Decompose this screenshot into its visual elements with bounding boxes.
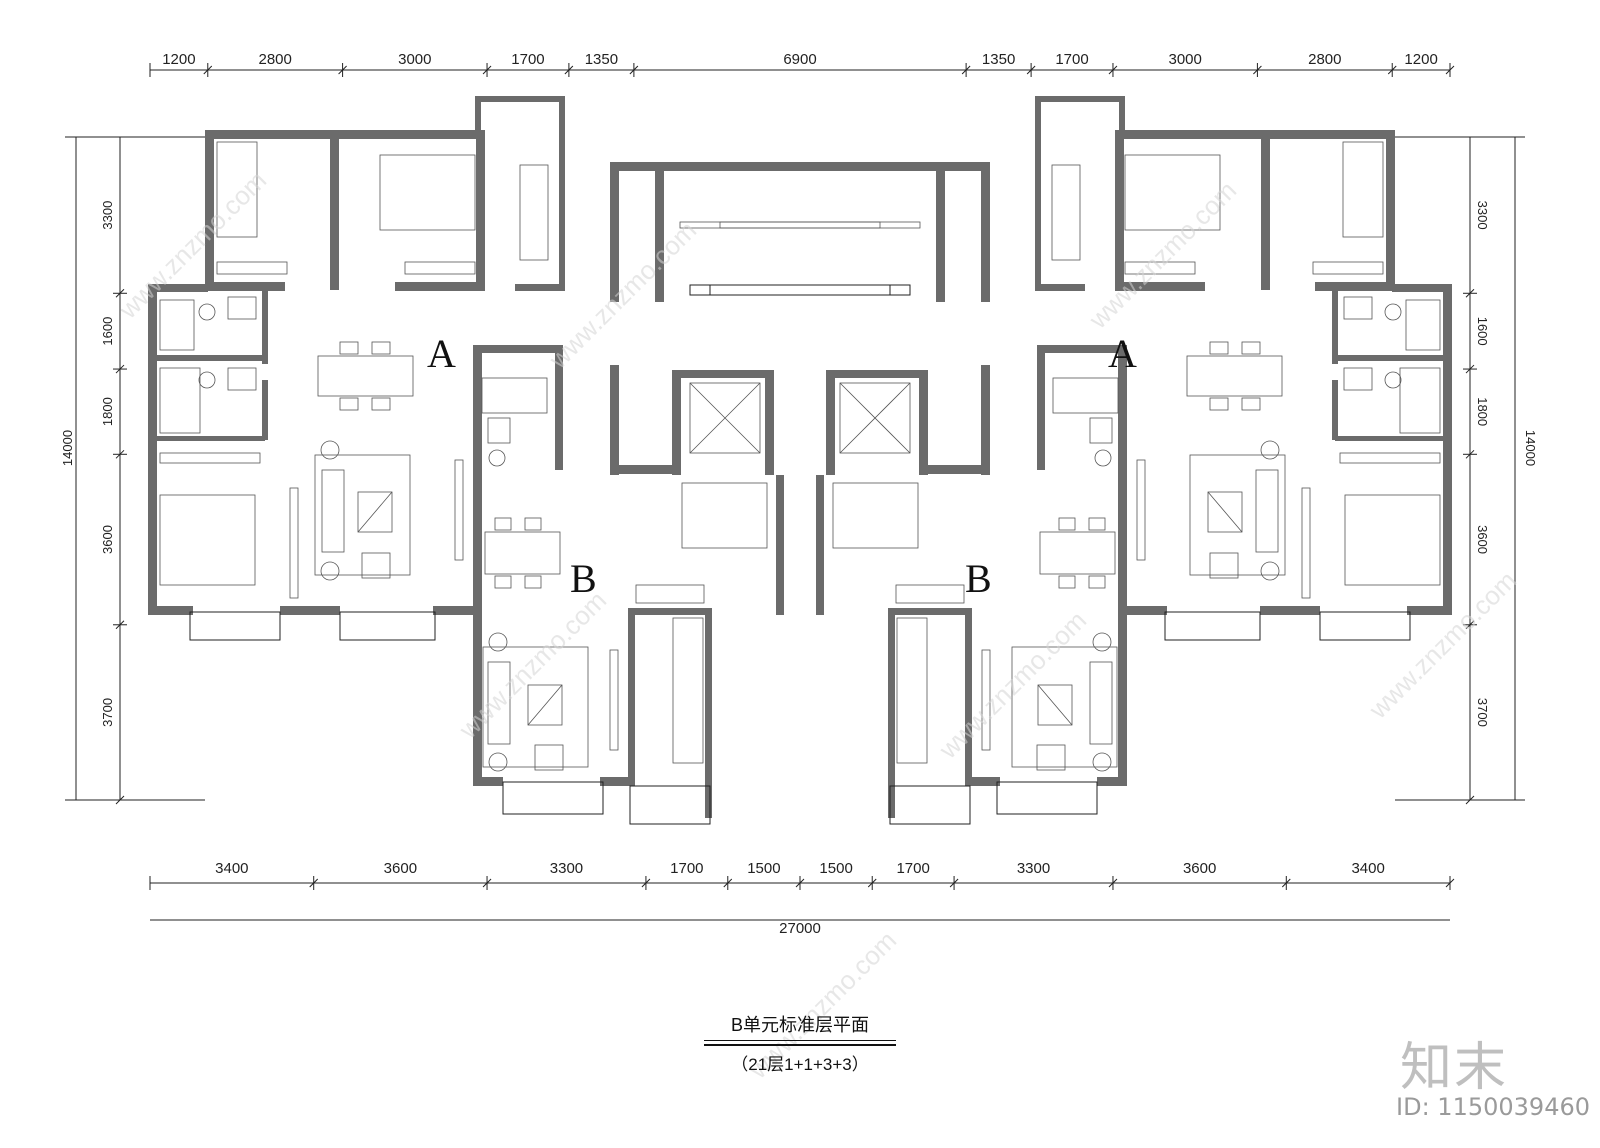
top-dim-7: 1700: [1055, 51, 1088, 68]
right-dim-0: 3300: [1475, 201, 1490, 230]
watermark-site-1: www.znzmo.com: [112, 165, 272, 325]
bottom-dim-1: 3600: [384, 860, 417, 877]
unit-label-a-right: A: [1108, 331, 1137, 376]
bottom-dim-4: 1500: [747, 860, 780, 877]
title-underline-thick: [704, 1044, 896, 1046]
top-dim-9: 2800: [1308, 51, 1341, 68]
left-half-units: [148, 96, 945, 825]
top-dim-1: 2800: [258, 51, 291, 68]
bottom-dim-2: 3300: [550, 860, 583, 877]
right-dim-1: 1600: [1475, 317, 1490, 346]
top-dim-6: 1350: [982, 51, 1015, 68]
top-dim-5: 6900: [783, 51, 816, 68]
top-dim-8: 3000: [1168, 51, 1201, 68]
top-dim-10: 1200: [1404, 51, 1437, 68]
top-dim-2: 3000: [398, 51, 431, 68]
watermark-site-2: www.znzmo.com: [542, 215, 702, 375]
bottom-dim-0: 3400: [215, 860, 248, 877]
unit-label-b-right: B: [965, 556, 992, 601]
right-half-units: [654, 95, 1453, 825]
overall-depth-left: 14000: [60, 430, 75, 466]
top-dimension-line: 1200 2800 3000 1700 1350 6900 1350 1700 3000 2800…: [149, 51, 1455, 77]
right-dimension-line: 3300 1600 1800 3600 3700 14000: [1395, 136, 1538, 805]
image-id-watermark: ID: 1150039460: [1396, 1093, 1590, 1121]
left-dim-2: 1800: [100, 397, 115, 426]
total-dimension: 27000: [779, 920, 821, 937]
watermark-site-7: www.znzmo.com: [1362, 565, 1522, 725]
bottom-dimension-line: 3400 3600 3300 1700 1500 1500 1700 3300 3600 3400…: [149, 860, 1455, 937]
drawing-title: B单元标准层平面: [730, 1015, 869, 1035]
left-dim-4: 3700: [100, 698, 115, 727]
left-dim-3: 3600: [100, 525, 115, 554]
bottom-dim-8: 3600: [1183, 860, 1216, 877]
bottom-dim-9: 3400: [1351, 860, 1384, 877]
brand-watermark: 知末: [1399, 1038, 1508, 1098]
bottom-dim-7: 3300: [1017, 860, 1050, 877]
watermark-site-3: www.znzmo.com: [1082, 175, 1242, 335]
left-dim-0: 3300: [100, 201, 115, 230]
top-dim-0: 1200: [162, 51, 195, 68]
watermark-layer: www.znzmo.com www.znzmo.com www.znzmo.co…: [112, 165, 1522, 1085]
right-dim-2: 1800: [1475, 397, 1490, 426]
bottom-dim-6: 1700: [896, 860, 929, 877]
top-dim-4: 1350: [585, 51, 618, 68]
right-dim-3: 3600: [1475, 525, 1490, 554]
overall-depth-right: 14000: [1523, 430, 1538, 466]
title-underline-thin: [704, 1040, 896, 1041]
unit-label-a-left: A: [427, 331, 456, 376]
bottom-dim-5: 1500: [819, 860, 852, 877]
top-dim-3: 1700: [511, 51, 544, 68]
left-dimension-line: 3300 1600 1800 3600 3700 14000: [60, 136, 205, 805]
bottom-dim-3: 1700: [670, 860, 703, 877]
unit-label-b-left: B: [570, 556, 597, 601]
drawing-subtitle: （21层1+1+3+3）: [731, 1055, 869, 1074]
right-dim-4: 3700: [1475, 698, 1490, 727]
left-dim-1: 1600: [100, 317, 115, 346]
